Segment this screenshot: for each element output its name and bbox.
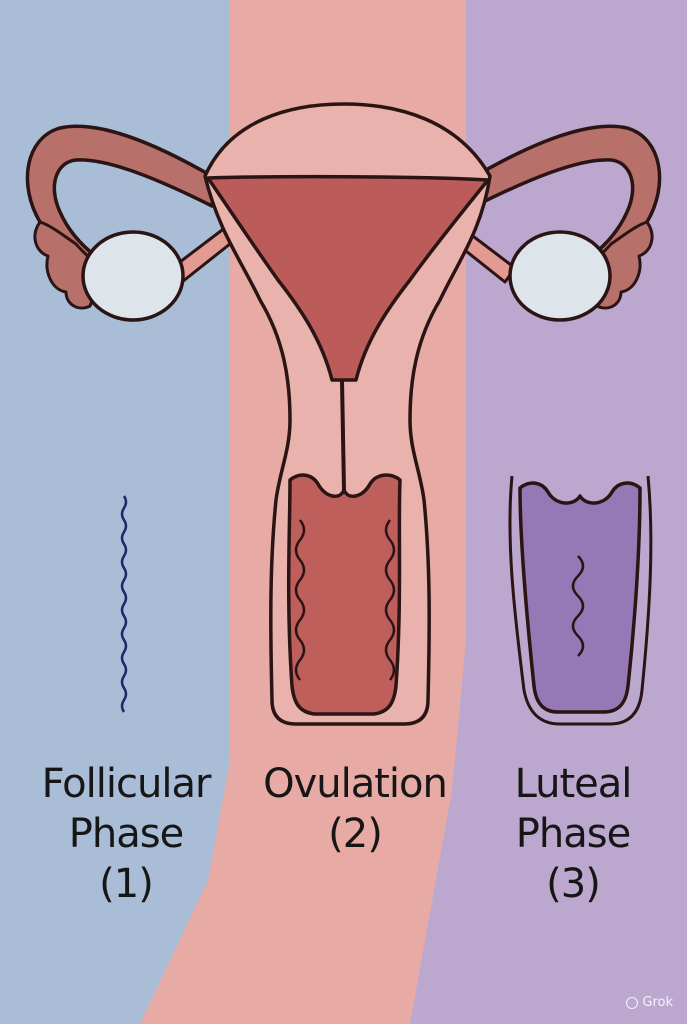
grok-watermark: Grok — [626, 995, 673, 1010]
ovulation-cervix — [286, 473, 402, 716]
luteal-cervix-outline — [508, 475, 653, 726]
follicular-phase-name: Follicular — [41, 761, 212, 807]
right-ovary — [508, 230, 612, 322]
luteal-phase-word: Phase — [515, 811, 631, 857]
follicular-phase-word: Phase — [68, 811, 184, 857]
ovulation-number: (2) — [328, 811, 383, 857]
luteal-phase-label: Luteal Phase (3) — [478, 759, 668, 909]
follicular-wavy-line — [120, 495, 128, 713]
ovulation-cervix-left-wall — [294, 519, 306, 681]
grok-logo-icon — [626, 996, 639, 1009]
left-ovary — [81, 230, 185, 322]
uterine-cavity — [206, 174, 490, 382]
follicular-phase-label: Follicular Phase (1) — [20, 759, 232, 909]
luteal-phase-name: Luteal — [514, 761, 633, 807]
ovulation-label: Ovulation (2) — [240, 759, 470, 859]
luteal-cervix-inner-wave — [571, 555, 585, 657]
watermark-text: Grok — [642, 995, 673, 1010]
luteal-phase-number: (3) — [546, 861, 601, 907]
follicular-phase-number: (1) — [99, 861, 154, 907]
ovulation-cervix-right-wall — [384, 519, 396, 681]
cervical-canal — [340, 379, 346, 491]
ovulation-name: Ovulation — [263, 761, 448, 807]
